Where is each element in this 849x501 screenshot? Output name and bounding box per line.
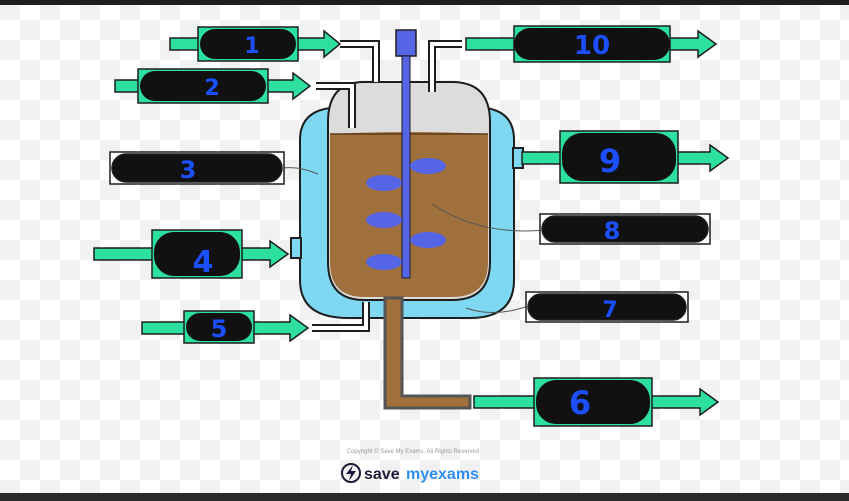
leader-lines — [281, 167, 545, 314]
label-number: 6 — [569, 384, 591, 422]
lightning-bolt-icon — [341, 463, 361, 483]
copyright-text: Copyright © Save My Exams. All Rights Re… — [347, 448, 479, 455]
motor-block — [395, 29, 417, 57]
paddle — [410, 232, 446, 248]
label-number: 10 — [574, 31, 610, 61]
leader-line-3 — [281, 167, 319, 175]
brand-myexams: myexams — [406, 466, 479, 483]
label-number: 4 — [193, 245, 214, 280]
stirrer-shaft — [401, 55, 411, 279]
label-number: 1 — [244, 34, 259, 59]
redaction-pills — [140, 28, 676, 424]
label-number: 5 — [211, 315, 228, 343]
label-pill-9 — [562, 133, 676, 181]
brand-logo: save myexams — [341, 463, 479, 483]
paddle — [366, 212, 402, 228]
lid-pipe-left-1-inner — [340, 42, 378, 82]
bottom-border — [0, 493, 849, 501]
label-numbers: 1 2 3 4 5 6 7 8 9 10 — [180, 31, 621, 422]
label-pill-10 — [514, 28, 670, 60]
leader-line-7 — [465, 305, 529, 314]
brand-save: save — [364, 466, 400, 483]
label-pill-6 — [536, 380, 650, 424]
label-pill-8 — [541, 215, 709, 243]
label-number: 7 — [602, 298, 617, 323]
label-number: 3 — [180, 156, 197, 184]
outlet-pipe — [383, 296, 472, 410]
paddle — [366, 175, 402, 191]
lid-pipe-left-2-inner — [316, 84, 354, 128]
label-pill-7 — [527, 293, 687, 321]
label-pill-3 — [111, 153, 283, 183]
label-number: 2 — [204, 76, 219, 101]
label-pill-5 — [186, 313, 252, 341]
fermenter-vessel — [290, 29, 524, 410]
label-pill-4 — [154, 232, 240, 276]
lid-pipe-right-inner — [430, 42, 462, 92]
leader-line-8 — [431, 203, 545, 232]
label-number: 9 — [599, 142, 621, 180]
top-border — [0, 0, 849, 5]
lightning-bolt-icon — [346, 465, 356, 481]
label-pill-1 — [200, 29, 296, 59]
paddle — [410, 158, 446, 174]
paddle — [366, 254, 402, 270]
jacket-inlet-stub — [290, 237, 302, 259]
inlet-pipe-bottom-inner — [312, 302, 368, 330]
label-pill-2 — [140, 71, 266, 101]
label-number: 8 — [604, 217, 621, 245]
outlined-pills — [109, 151, 711, 323]
